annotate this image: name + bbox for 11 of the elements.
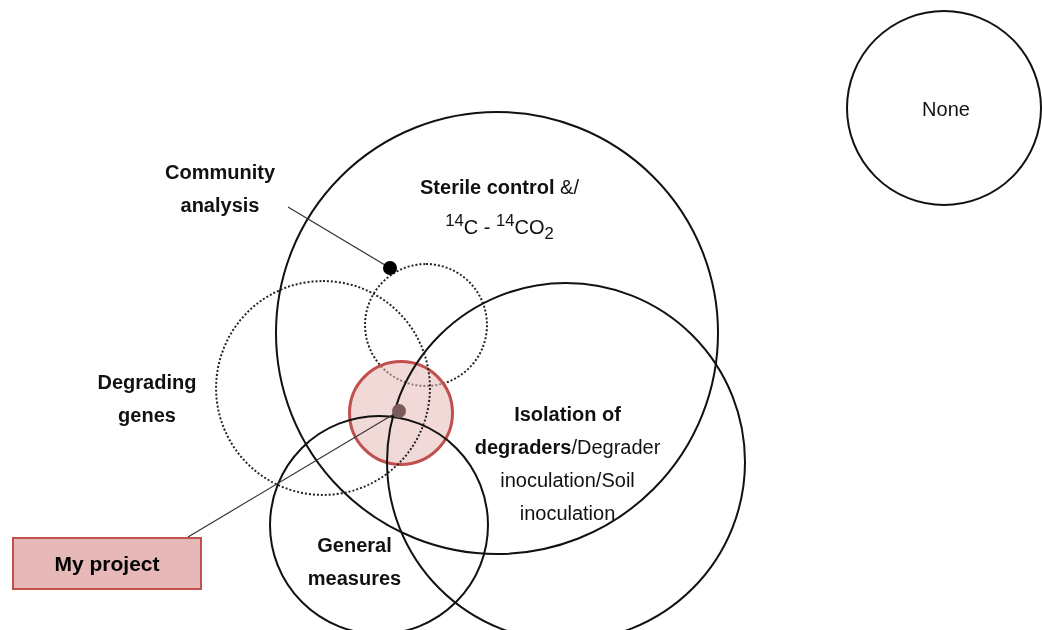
leader-line: [187, 404, 406, 538]
category-circle: [275, 111, 719, 555]
category-circle: [846, 10, 1042, 206]
circle-label: None: [921, 97, 971, 122]
circle-label: General measures: [306, 533, 403, 591]
project-label-box: My project: [12, 537, 202, 590]
leader-line: [287, 206, 397, 275]
circle-label: Isolation of degraders/Degrader inoculation/Soil inoculation: [473, 402, 662, 526]
circle-label: Degrading genes: [96, 370, 198, 428]
category-label: Community analysis: [150, 156, 290, 222]
circle-label: Sterile control &/ $^{14}$C - $^{14}$CO$_{2}$: [419, 175, 580, 245]
